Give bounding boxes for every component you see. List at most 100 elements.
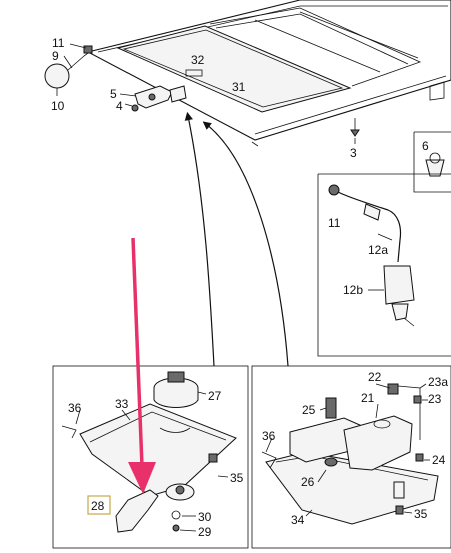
panel-frame-right xyxy=(251,365,451,549)
roof-rib-2 xyxy=(299,11,419,59)
sunroof-inner-seal xyxy=(122,29,344,108)
cap-part-10 xyxy=(44,63,70,89)
callout-30: 30 xyxy=(198,510,212,524)
bracket-hole xyxy=(148,93,156,101)
clip-part-36-right xyxy=(261,451,277,469)
callout-27: 27 xyxy=(208,389,222,403)
roof-rib-1 xyxy=(254,19,381,73)
leader-35-left xyxy=(217,475,229,478)
callout-10: 10 xyxy=(51,99,65,113)
crank-cap-side xyxy=(153,388,199,408)
crank-gear xyxy=(167,371,185,383)
callout-3: 3 xyxy=(350,146,357,160)
callout-11-top: 11 xyxy=(52,36,65,50)
leader-33 xyxy=(121,409,131,421)
callout-23a: 23a xyxy=(428,375,448,389)
panel-frame-left xyxy=(52,365,249,549)
callout-26: 26 xyxy=(301,475,315,489)
callout-12a: 12a xyxy=(368,243,388,257)
screw-part-3-group xyxy=(350,118,360,144)
callout-31: 31 xyxy=(232,80,246,94)
callout-36-right: 36 xyxy=(262,429,276,443)
nut-part-35-left xyxy=(208,453,218,463)
connector-part-23 xyxy=(413,395,422,404)
leader-25 xyxy=(319,407,327,411)
hose-connector xyxy=(363,203,381,221)
leader-35-right xyxy=(403,511,413,514)
callout-24: 24 xyxy=(432,453,446,467)
leader-26 xyxy=(317,469,327,483)
leader-36-right xyxy=(265,437,273,453)
leader-22 xyxy=(375,383,391,389)
assembly-arrow-left xyxy=(184,111,215,367)
callout-9: 9 xyxy=(52,49,59,63)
roof-rail-inner xyxy=(215,13,409,65)
clip-part-11 xyxy=(83,45,93,54)
screw-part-4 xyxy=(131,104,139,112)
highlight-arrow-head xyxy=(128,462,156,494)
callout-22: 22 xyxy=(368,370,382,384)
callout-5: 5 xyxy=(110,87,117,101)
callout-12b: 12b xyxy=(343,283,363,297)
trim-cover-recess xyxy=(159,427,191,433)
crank-hub-center xyxy=(175,485,185,495)
crank-handle-part-28 xyxy=(115,489,159,533)
callout-21: 21 xyxy=(361,391,375,405)
callout-35-right: 35 xyxy=(414,507,428,521)
clamp-part-11 xyxy=(328,184,340,196)
nut-part-35-right xyxy=(395,505,404,515)
leader-34 xyxy=(305,509,313,517)
callout-labels: 11 9 10 32 31 5 4 3 6 11 12a 12b 27 36 3… xyxy=(51,36,448,539)
callout-33: 33 xyxy=(115,397,129,411)
callout-4: 4 xyxy=(116,99,123,113)
leader-9 xyxy=(63,55,73,69)
washer-part-30 xyxy=(171,510,181,520)
gearbox-housing xyxy=(343,415,413,471)
clip-part-36-left xyxy=(61,425,77,439)
screw-part-24 xyxy=(415,453,424,462)
manual-crank-panel xyxy=(52,365,249,549)
drain-valve-part-12b xyxy=(383,265,415,305)
clip-part-6-inset xyxy=(413,131,451,193)
inset-frame-hose xyxy=(317,173,451,357)
inset-frame-6 xyxy=(413,131,451,193)
trim-cover-edge xyxy=(89,411,227,443)
callout-28: 28 xyxy=(91,499,105,513)
gearbox-boss xyxy=(373,419,391,429)
clip-part-6 xyxy=(425,159,445,177)
leader-4 xyxy=(124,103,133,107)
sunroof-glass-opening xyxy=(116,25,352,113)
callout-box-28 xyxy=(87,495,111,515)
grommet-part-26 xyxy=(324,457,338,467)
callout-6: 6 xyxy=(422,139,429,153)
corner-clip xyxy=(429,81,445,101)
sunroof-frame-assembly xyxy=(86,0,451,147)
relay-part-23a xyxy=(387,383,399,395)
drain-tip xyxy=(403,317,415,327)
frame-tab xyxy=(251,141,259,147)
highlight-arrow-shaft xyxy=(131,237,144,467)
drain-valve-outlet xyxy=(391,303,409,321)
leader-36-left xyxy=(75,409,81,425)
clip-part-6-top xyxy=(429,152,441,164)
sleeve-part xyxy=(393,481,405,499)
leader-5 xyxy=(119,93,137,97)
bolt-part-25 xyxy=(325,397,337,419)
leader-21 xyxy=(375,403,379,419)
electric-motor-panel xyxy=(251,365,451,549)
assembly-arrow-right xyxy=(202,121,289,367)
cable-parts-top-left xyxy=(44,43,93,96)
callout-11-inset: 11 xyxy=(328,216,341,230)
bracket-tab xyxy=(169,85,187,103)
callout-36-left: 36 xyxy=(68,401,82,415)
hose-part-12a xyxy=(337,191,402,263)
callout-35-left: 35 xyxy=(230,471,244,485)
slot-part-32 xyxy=(185,69,203,77)
callout-29: 29 xyxy=(198,525,212,539)
callout-32: 32 xyxy=(191,53,205,67)
leader-27 xyxy=(197,391,207,395)
callout-23: 23 xyxy=(428,392,442,406)
trim-cover-part-33 xyxy=(79,403,237,497)
